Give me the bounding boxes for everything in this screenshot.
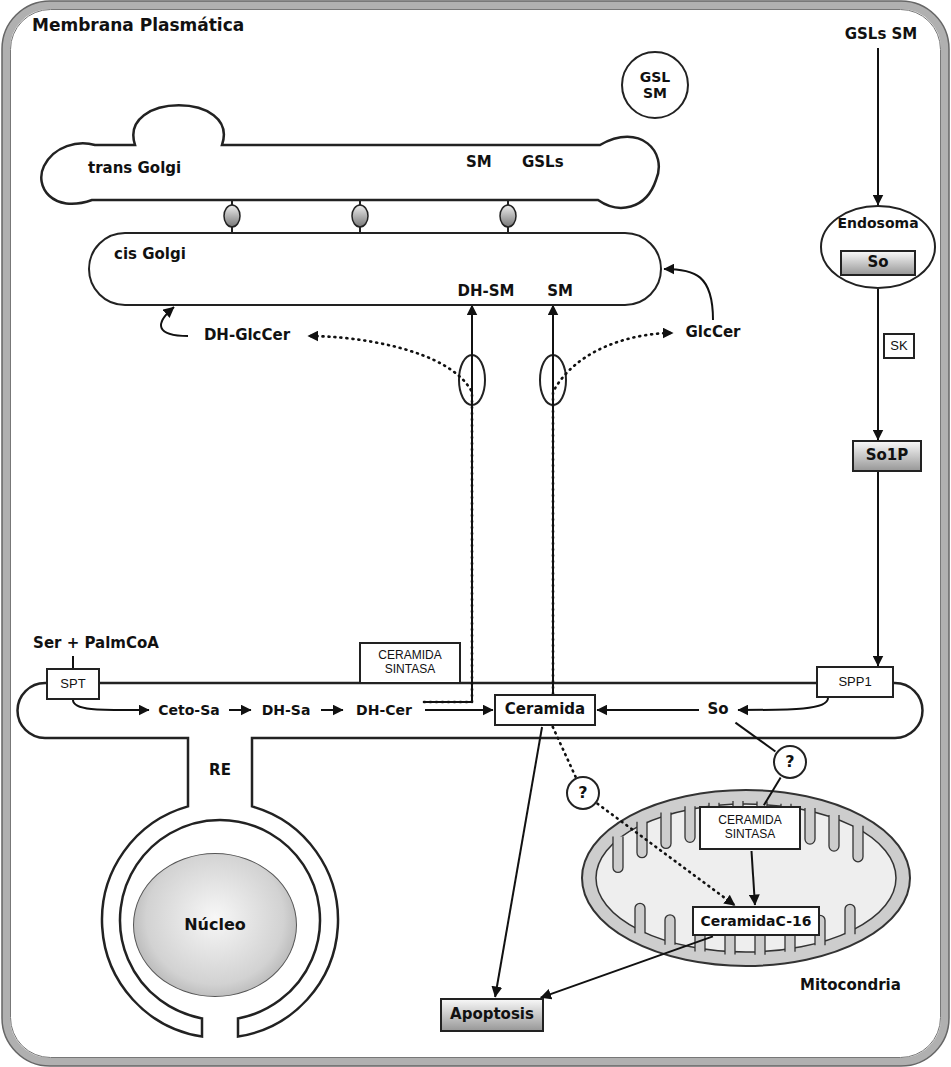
pathway-arrow <box>552 305 554 694</box>
metabolite-label: Ceto-Sa <box>150 698 228 722</box>
node-label: Mitocondria <box>800 976 901 994</box>
golgi-lipid-label: SM <box>538 280 582 304</box>
pathway-arrow <box>877 289 879 440</box>
node-label: Núcleo <box>184 916 246 934</box>
pathway-arrow <box>877 48 879 205</box>
node-label: SM <box>547 283 573 300</box>
node-label: Ceto-Sa <box>158 702 219 718</box>
endosome: EndosomaSo <box>820 205 936 289</box>
pathway-arrow <box>597 709 699 711</box>
cis-golgi: cis GolgiDH-SM SM <box>88 232 662 306</box>
lipid-label: GlcCer <box>675 320 751 346</box>
node-label: cis Golgi <box>114 245 186 263</box>
enzyme-box: SPP1 <box>816 666 894 698</box>
node-label: SK <box>890 339 907 354</box>
metabolite-label: DH-Sa <box>252 698 320 722</box>
node-label: DH-SM <box>458 283 515 300</box>
node-label: GSLs SM <box>845 26 918 43</box>
enzyme-box: CERAMIDA SINTASA <box>699 806 801 850</box>
node-label: ? <box>578 784 587 802</box>
question-circle: ? <box>566 776 600 810</box>
pathway-arrow <box>877 472 879 666</box>
metabolite-box: Ceramida <box>494 694 596 726</box>
node-label: GSLs <box>522 153 564 171</box>
node-label: CERAMIDA SINTASA <box>705 814 795 842</box>
label-holder: RE <box>140 760 300 779</box>
golgi-lipid-label: DH-SM <box>450 280 522 304</box>
trans-golgi-outline <box>38 92 662 208</box>
node-label: Ceramida <box>505 701 585 718</box>
node-label: CeramidaC-16 <box>701 913 812 929</box>
endoplasmic-reticulum-outline <box>14 660 926 1052</box>
label-holder: cis Golgi <box>114 244 186 263</box>
node-label: So1P <box>866 447 909 464</box>
label-holder: Membrana Plasmática <box>32 16 244 36</box>
metabolite-label: So <box>700 698 736 722</box>
metabolite-box: So1P <box>852 440 922 472</box>
question-circle: ? <box>773 745 807 779</box>
node-label: Endosoma <box>837 215 918 231</box>
substrate-label: Ser + PalmCoA <box>16 632 176 656</box>
nucleus: Núcleo <box>133 853 297 997</box>
metabolite-box: CeramidaC-16 <box>692 906 820 936</box>
golgi-link-bead <box>352 205 368 227</box>
node-label: DH-GlcCer <box>204 327 290 344</box>
pathway-arrow <box>321 709 343 711</box>
node-label: DH-Sa <box>262 702 311 718</box>
metabolite-box: So <box>840 250 916 276</box>
enzyme-box: SK <box>883 333 915 359</box>
golgi-link-bead <box>500 205 516 227</box>
label-holder: Mitocondria <box>800 975 901 994</box>
node-label: Apoptosis <box>450 1006 534 1023</box>
node-label: So <box>707 701 728 718</box>
label-holder: GSLs <box>522 152 564 171</box>
mitochondrion: Mitocondria CERAMIDA SINTASA CeramidaC-16 <box>578 786 914 1006</box>
metabolite-label: DH-Cer <box>344 698 424 722</box>
enzyme-box: CERAMIDA SINTASA <box>359 642 461 684</box>
node-label: GSL SM <box>633 69 677 101</box>
outcome-box: Apoptosis <box>440 998 544 1032</box>
pathway-arrow <box>72 656 74 668</box>
label-holder: Endosoma <box>798 213 951 232</box>
node-label: trans Golgi <box>88 159 181 177</box>
label-holder: SM <box>466 152 492 171</box>
node-label: So <box>867 254 888 271</box>
transport-vesicle: GSL SM <box>621 51 689 119</box>
node-label: SPT <box>60 677 85 692</box>
node-label: RE <box>209 761 231 779</box>
endoplasmic-reticulum: RE SPT CERAMIDA SINTASA SPP1Ceto-Sa DH-Sa DH-… <box>14 660 926 1052</box>
pathway-arrow <box>229 709 251 711</box>
node-label: CERAMIDA SINTASA <box>365 649 455 677</box>
node-label: GlcCer <box>686 324 741 341</box>
node-label: Ser + PalmCoA <box>33 635 159 652</box>
node-label: DH-Cer <box>356 702 412 718</box>
node-label: SM <box>466 153 492 171</box>
node-label: ? <box>785 753 794 771</box>
trans-golgi: trans Golgi SM GSLs <box>38 92 662 208</box>
node-label: Membrana Plasmática <box>32 15 244 35</box>
enzyme-box: SPT <box>46 668 100 700</box>
label-holder: trans Golgi <box>88 158 181 177</box>
node-label: SPP1 <box>838 675 871 690</box>
lipid-label: DH-GlcCer <box>188 323 306 349</box>
lipid-label: GSLs SM <box>826 22 936 48</box>
golgi-link-bead <box>224 205 240 227</box>
pathway-arrow <box>425 709 493 711</box>
